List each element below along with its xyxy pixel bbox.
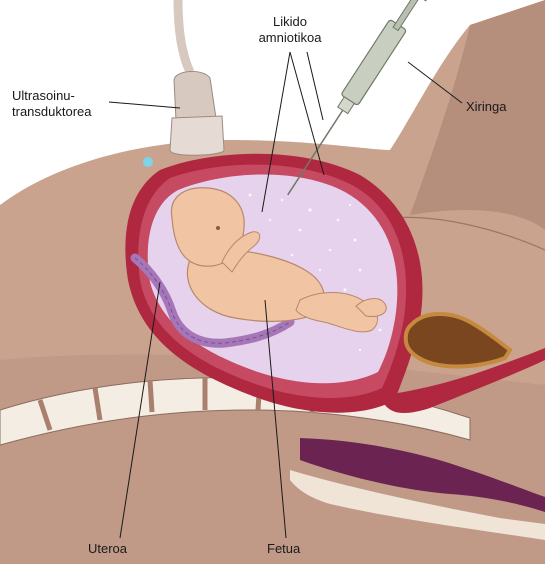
gel-droplet	[143, 157, 153, 167]
ultrasound-transducer	[170, 0, 224, 155]
fetus-label: Fetua	[267, 541, 300, 557]
transducer-label: Ultrasoinu- transduktorea	[12, 88, 92, 120]
syringe-label: Xiringa	[466, 99, 506, 115]
uterus-label: Uteroa	[88, 541, 127, 557]
amniotic-fluid-label: Likido amniotikoa	[250, 14, 330, 46]
fetus-eye	[216, 226, 220, 230]
transducer-head	[170, 116, 224, 155]
syringe-plunger	[393, 0, 420, 31]
transducer-cable	[178, 0, 190, 72]
syringe-barrel	[341, 19, 407, 105]
